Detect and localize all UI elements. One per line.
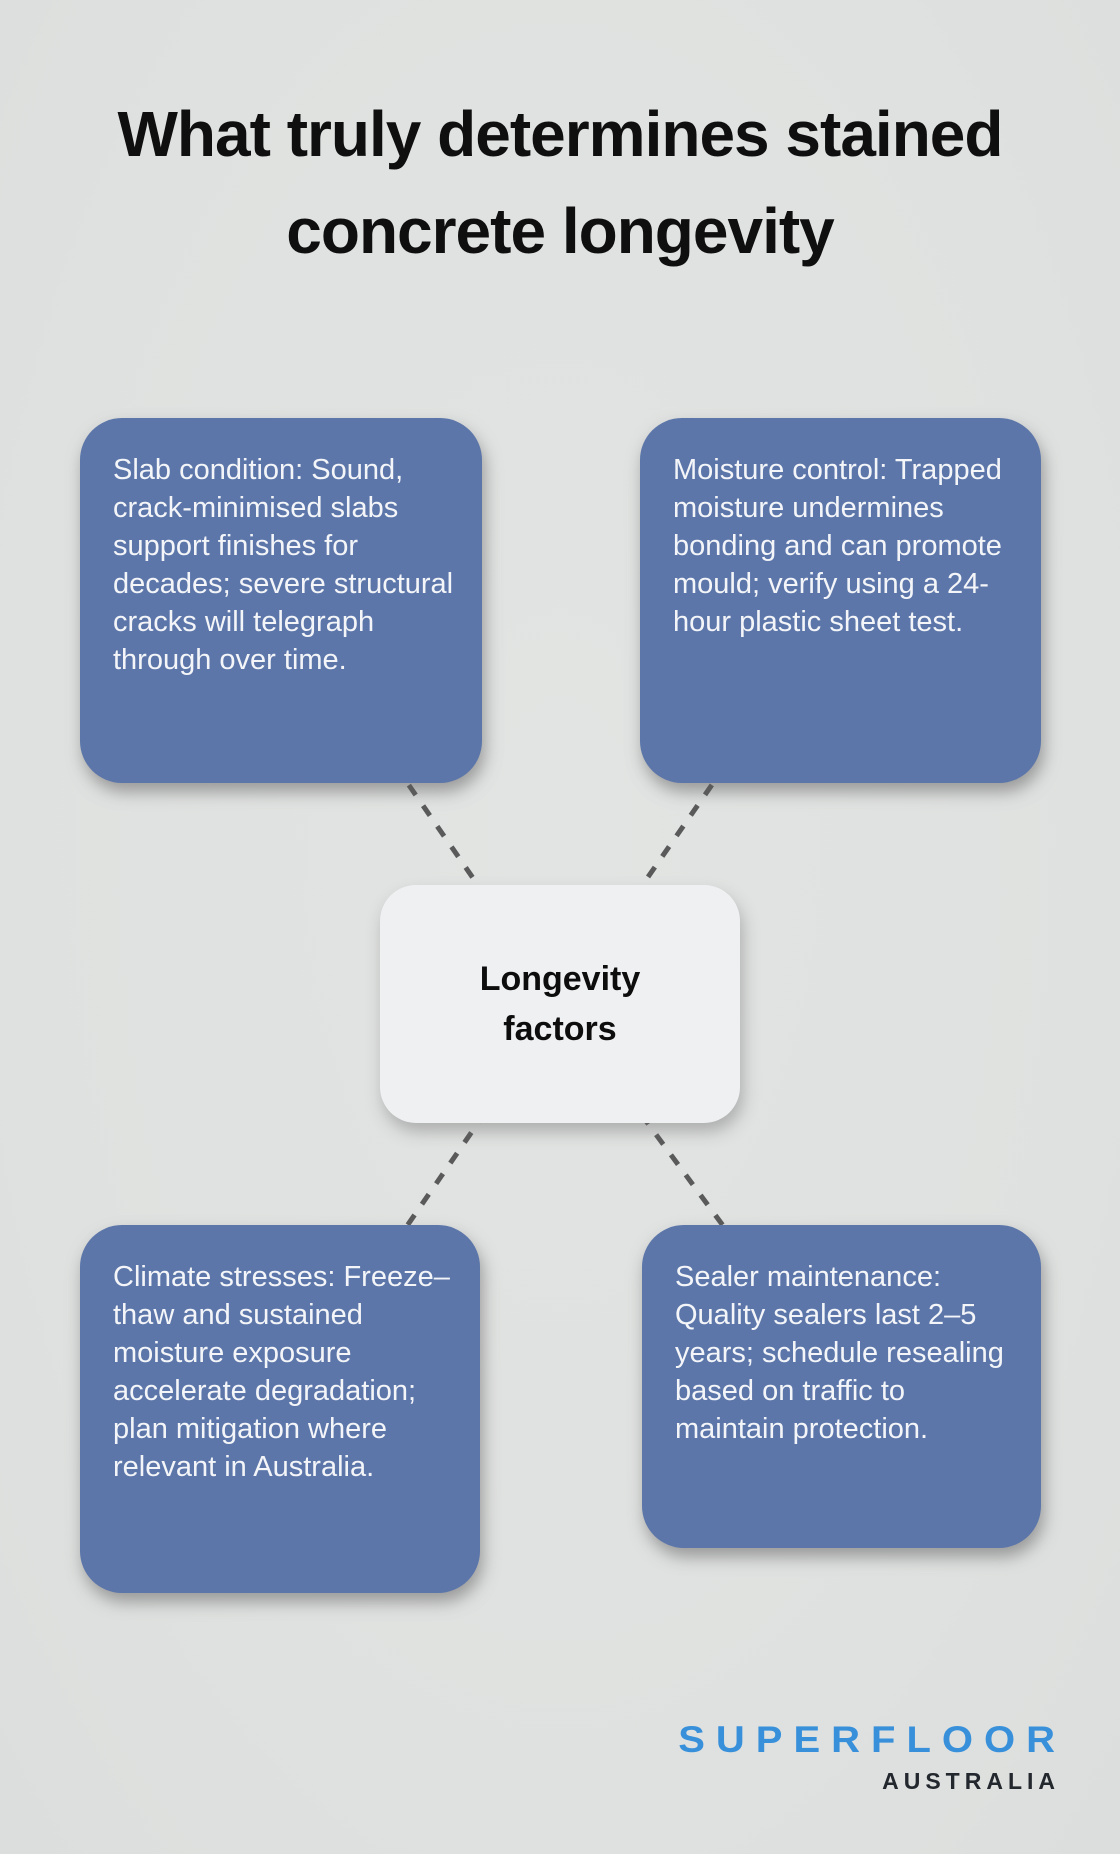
superfloor-logo-region-text: AUSTRALIA <box>882 1768 1060 1794</box>
center-node-longevity-factors: Longevity factors <box>380 885 740 1123</box>
factor-card-sealer-maintenance-text: Sealer maintenance: Quality sealers last… <box>675 1261 1004 1445</box>
page-title: What truly determines stained concrete l… <box>117 98 1004 267</box>
factor-card-climate-stresses-text: Climate stresses: Freeze–thaw and sustai… <box>113 1261 450 1483</box>
factor-card-slab-condition-text: Slab condition: Sound, crack-minimised s… <box>113 454 454 676</box>
factor-card-moisture-control: Moisture control: Trapped moisture under… <box>640 418 1041 783</box>
factor-card-sealer-maintenance: Sealer maintenance: Quality sealers last… <box>642 1225 1041 1548</box>
superfloor-logo: SUPERFLOOR AUSTRALIA <box>678 1720 1055 1795</box>
center-node-label: Longevity factors <box>479 960 641 1048</box>
factor-card-climate-stresses: Climate stresses: Freeze–thaw and sustai… <box>80 1225 480 1593</box>
superfloor-logo-brand-text: SUPERFLOOR <box>678 1720 1066 1761</box>
factor-card-moisture-control-text: Moisture control: Trapped moisture under… <box>673 454 1002 638</box>
factor-card-slab-condition: Slab condition: Sound, crack-minimised s… <box>80 418 482 783</box>
